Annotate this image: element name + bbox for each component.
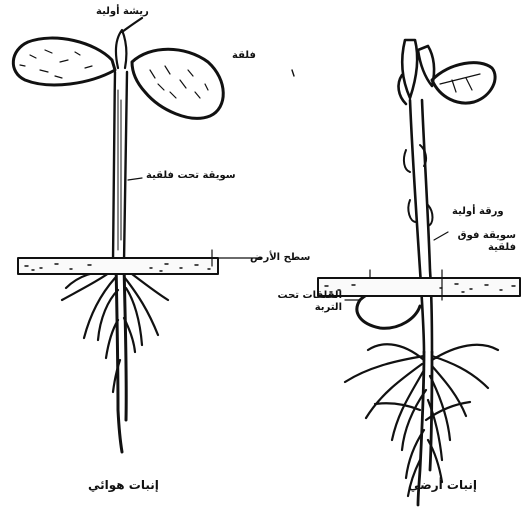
hypocotyl-pointer [128,178,142,180]
label-hypocotyl: سويقة تحت فلقية [146,170,236,182]
apical-bud-cluster [399,40,435,104]
label-epicotyl: سويقة فوق فلقية [452,230,516,254]
plumule-shape [116,18,142,68]
label-cotyledons: الفلقات تحت التربة [270,290,342,314]
apical-leaf-large-veins [440,74,480,92]
small-mark [292,70,294,76]
left-cotyledon-texture [20,50,92,78]
epicotyl-pointer [434,232,448,240]
epigeal-seedling [13,18,262,452]
label-soil-surface: سطح الأرض [250,252,310,264]
label-foliage-leaf: ورقة أولية [452,206,504,218]
right-cotyledon-shape [132,49,223,118]
hypocotyl-stem [113,72,127,262]
hypogeal-seedling [292,40,520,505]
caption-epigeal: إنبات هوائي [88,478,159,492]
soil-band-right [318,278,520,296]
apical-leaf-large [432,63,495,103]
right-cotyledon-texture [150,66,208,98]
label-cotyledon: فلقة [232,50,256,62]
caption-hypogeal: إنبات أرضي [408,478,477,492]
label-plumule: ريشة أولية [96,6,149,18]
stem-shading [118,90,121,250]
soil-band-left [18,258,218,274]
